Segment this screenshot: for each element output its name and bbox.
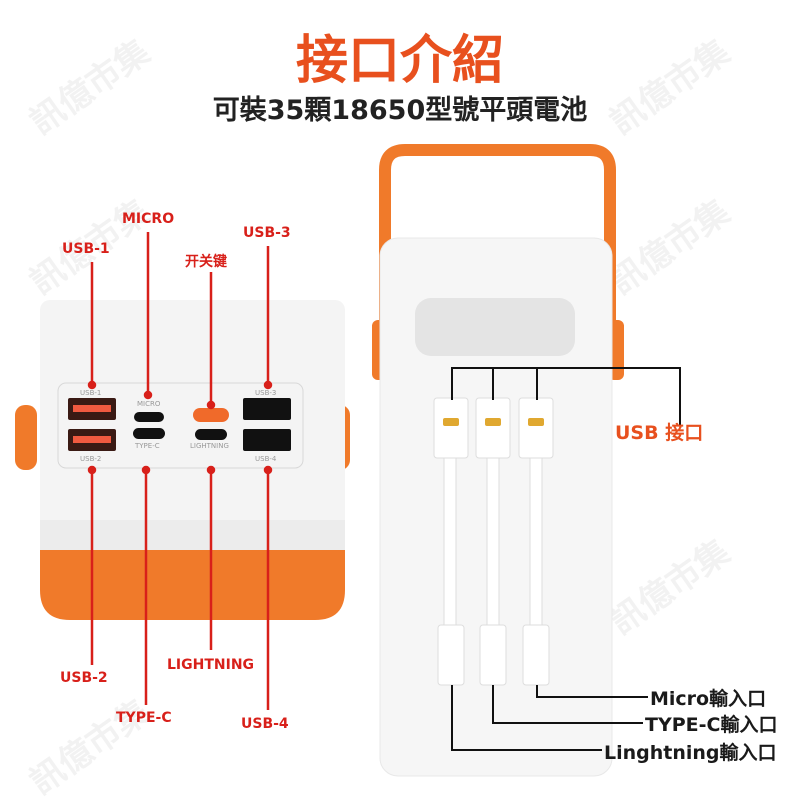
panel-labels: USB-1 MICRO USB-3 USB-2 TYPE-C LIGHTNING… — [80, 389, 277, 463]
panel-label-usb1: USB-1 — [80, 389, 101, 397]
power-button — [193, 408, 229, 422]
left-power-bank — [15, 300, 350, 620]
typec-port — [133, 428, 165, 439]
callout-lines-left — [87, 232, 273, 710]
panel-label-typec: TYPE-C — [134, 442, 160, 450]
page-title: 接口介紹 — [295, 31, 504, 91]
device-body — [40, 300, 345, 550]
light-window — [415, 298, 575, 356]
label-usb2: USB-2 — [60, 670, 108, 686]
label-typec: TYPE-C — [116, 710, 172, 726]
callout-lines-right — [451, 367, 681, 751]
label-usb-ports: USB 接口 — [615, 422, 704, 444]
label-lightning-input: Linghtning輸入口 — [604, 742, 777, 764]
label-micro: MICRO — [122, 211, 175, 227]
page-subtitle: 可裝35顆18650型號平頭電池 — [212, 95, 588, 126]
usb3-port — [243, 398, 291, 420]
right-power-bank — [372, 144, 624, 777]
label-usb4: USB-4 — [241, 716, 289, 732]
label-usb1: USB-1 — [62, 241, 110, 257]
port-panel — [57, 382, 304, 469]
carry-handle — [379, 144, 616, 330]
label-usb3: USB-3 — [243, 225, 291, 241]
cables — [433, 397, 554, 686]
left-handle-hinge — [15, 405, 37, 470]
panel-label-micro: MICRO — [137, 400, 161, 408]
panel-label-usb4: USB-4 — [255, 455, 277, 463]
usb4-port — [243, 429, 291, 451]
label-micro-input: Micro輸入口 — [650, 688, 767, 710]
micro-port — [134, 412, 164, 422]
lightning-port — [195, 429, 227, 440]
panel-label-usb3: USB-3 — [255, 389, 276, 397]
label-lightning: LIGHTNING — [167, 657, 255, 673]
panel-label-lightning: LIGHTNING — [190, 442, 229, 450]
label-power-switch: 开关键 — [185, 254, 227, 270]
label-typec-input: TYPE-C輸入口 — [645, 714, 778, 736]
panel-label-usb2: USB-2 — [80, 455, 101, 463]
